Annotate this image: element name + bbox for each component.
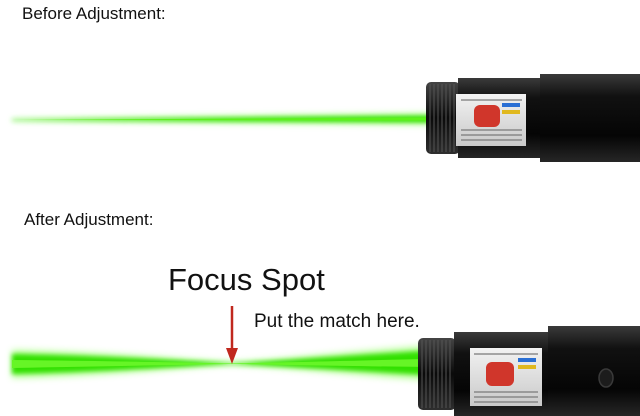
- down-arrow-icon: [226, 306, 238, 364]
- focus-spot-label: Focus Spot: [168, 262, 325, 297]
- after-adjustment-heading: After Adjustment:: [24, 210, 154, 229]
- match-instruction: Put the match here.: [254, 311, 420, 332]
- after-laser-pointer: [418, 326, 640, 416]
- after-beam: [12, 346, 425, 380]
- before-adjustment-heading: Before Adjustment:: [22, 4, 166, 23]
- before-beam: [12, 113, 430, 125]
- before-laser-pointer: [426, 74, 640, 162]
